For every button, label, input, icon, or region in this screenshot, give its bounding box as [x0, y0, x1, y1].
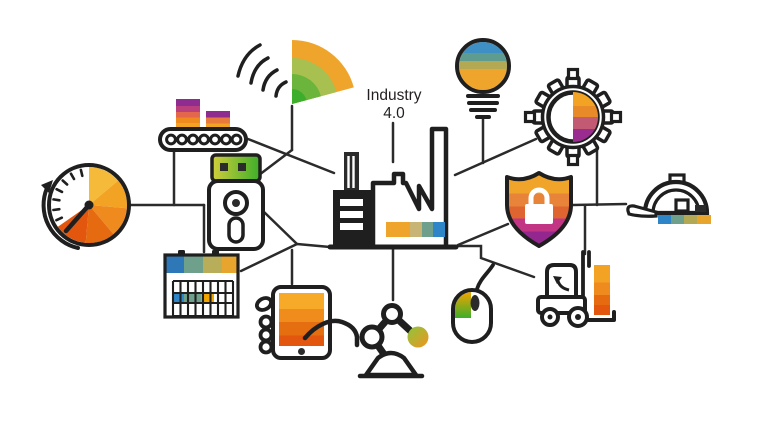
lightbulb-icon [455, 38, 511, 119]
helmet-stripe [658, 215, 711, 224]
forklift-icon [536, 250, 616, 328]
helmet-brim [626, 204, 658, 218]
lock-body [525, 204, 553, 224]
pointing-hand [302, 318, 360, 348]
phone-home-button [298, 348, 305, 355]
factory-annex [333, 190, 373, 247]
robot-arm-icon [357, 303, 429, 379]
robot-ball [407, 326, 429, 348]
line-usb-junction [261, 209, 299, 246]
title-line2: 4.0 [383, 105, 405, 122]
stopwatch-hand [63, 202, 92, 234]
line-factory-shield [456, 222, 510, 247]
line-factory-gear [453, 137, 538, 177]
bar-chart-conveyor-icon [158, 99, 248, 152]
wifi-waves [236, 43, 288, 98]
computer-mouse-icon [451, 263, 495, 344]
factory-icon [327, 126, 459, 250]
forklift-fork [586, 310, 616, 322]
mouse-cable [475, 263, 495, 291]
helmet-dome [642, 179, 710, 216]
usb-cap [210, 153, 262, 183]
line-factory-fork-elbow [453, 244, 536, 279]
forklift-cabin [545, 263, 578, 297]
stopwatch-icon [41, 163, 131, 250]
mouse-scroll [470, 295, 480, 311]
conveyor-rollers [165, 133, 243, 146]
usb-drive-icon [207, 153, 265, 251]
mouse-pad [455, 292, 471, 318]
forklift-cargo [594, 265, 610, 315]
bar-short [206, 111, 230, 130]
bulb-base [466, 94, 500, 119]
phone-screen [279, 293, 324, 346]
lock-shackle [528, 187, 550, 205]
connector-lines [129, 104, 628, 302]
robot-base [363, 350, 419, 378]
line-wifi-usb [257, 148, 294, 177]
factory-stripe [386, 222, 445, 237]
bulb-stripes [459, 42, 507, 90]
line-calendar-junction [239, 242, 299, 273]
calendar-icon [163, 250, 240, 319]
line-shield-helmet [571, 202, 628, 207]
shield-lock-icon [505, 171, 573, 248]
gear-pie-chart-icon [523, 67, 623, 167]
smartphone-hand-icon [254, 285, 360, 360]
stopwatch-ticks [52, 168, 84, 222]
line-conveyor-factory [246, 137, 336, 175]
wifi-signal-icon [236, 40, 354, 104]
factory-chimney-left [344, 152, 359, 192]
title-line1: Industry [366, 87, 421, 104]
calendar-grid [171, 279, 235, 318]
factory-hall [370, 126, 449, 250]
bar-tall [176, 99, 200, 130]
safety-helmet-icon [626, 173, 711, 224]
line-junction-factory [295, 242, 332, 249]
hand-fingers [254, 296, 274, 355]
mouse-body [451, 288, 493, 344]
stopwatch-rotate-arrow [41, 186, 80, 250]
industry-40-label: Industry 4.0 [366, 87, 421, 122]
gear-knobs [523, 67, 623, 167]
